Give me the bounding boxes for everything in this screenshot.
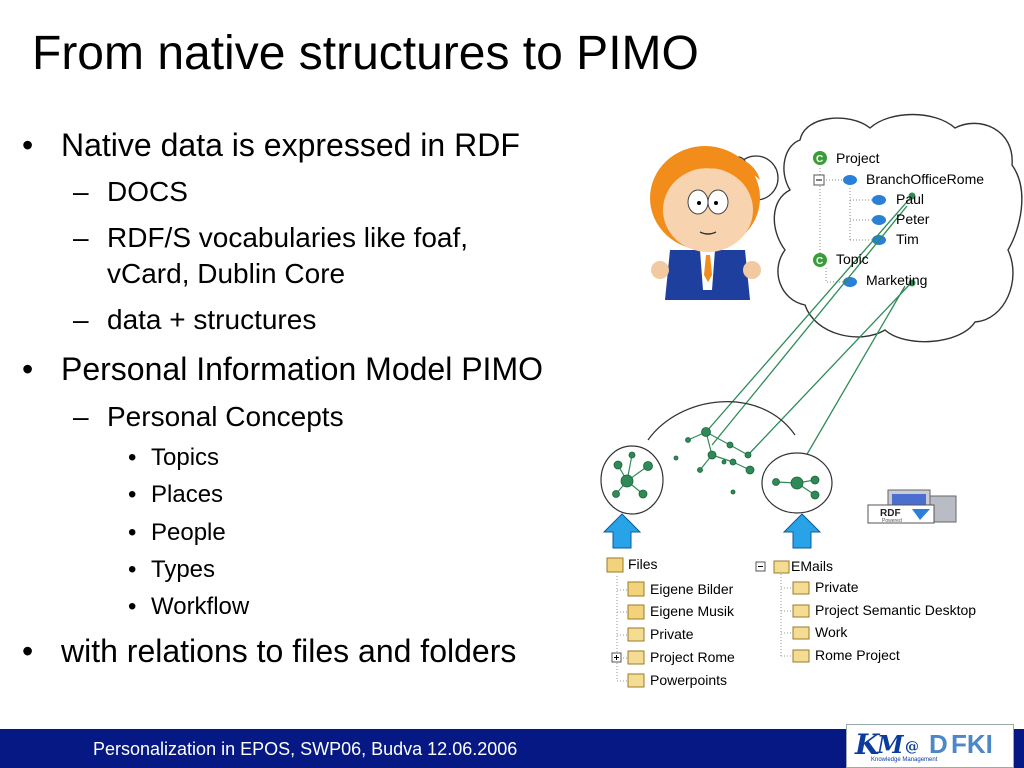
concept-icons: C C (813, 151, 886, 287)
footer-text: Personalization in EPOS, SWP06, Budva 12… (93, 739, 518, 759)
class-icon (813, 151, 827, 165)
bullet-marker: • (128, 556, 137, 583)
svg-text:C: C (816, 154, 823, 165)
km-dfki-logo: K M @ D FKI Knowledge Management (846, 724, 1014, 768)
instance-icon (843, 175, 857, 185)
bullet-item: with relations to files and folders (61, 633, 517, 669)
graph-nodes (612, 427, 820, 500)
files-icon (606, 557, 624, 573)
bullet-item: People (151, 519, 226, 546)
tree-node-marketing[interactable]: Marketing (866, 272, 928, 288)
slide-title: From native structures to PIMO (32, 27, 699, 80)
tree-node-branch[interactable]: BranchOfficeRome (866, 171, 985, 187)
logo-fki: FKI (951, 729, 993, 759)
tree-node-topic[interactable]: Topic (836, 251, 869, 267)
logo-k: K (855, 728, 880, 761)
rdf-sublabel: Powered (882, 518, 902, 524)
folder-item[interactable]: Project Rome (650, 649, 735, 665)
logo-subtitle: Knowledge Management (871, 757, 938, 763)
bullet-item: Types (151, 556, 216, 583)
tree-node-person[interactable]: Paul (896, 191, 925, 207)
email-folder-item[interactable]: Private (815, 579, 859, 595)
email-tree-root[interactable]: EMails (791, 558, 834, 574)
bullet-marker: • (128, 444, 137, 471)
rdf-badge-icon: RDF Powered (867, 489, 957, 524)
bullet-item: Personal Information Model PIMO (61, 351, 543, 387)
bullet-item: Personal Concepts (107, 401, 344, 432)
folder-item[interactable]: Eigene Bilder (650, 581, 734, 597)
cartoon-person-icon (650, 146, 761, 300)
bullet-item: DOCS (107, 176, 188, 207)
up-arrow-icon (602, 513, 642, 549)
instance-icon (872, 195, 886, 205)
bullet-marker: – (73, 222, 89, 253)
tree-node-project[interactable]: Project (836, 150, 880, 166)
folder-item[interactable]: Eigene Musik (650, 603, 735, 619)
thought-cloud (773, 113, 1023, 343)
bullet-item: Topics (151, 444, 220, 471)
email-folder-item[interactable]: Project Semantic Desktop (815, 602, 977, 618)
svg-text:C: C (816, 256, 823, 267)
rdf-label: RDF (880, 508, 901, 519)
folder-item[interactable]: Powerpoints (650, 672, 728, 688)
bullet-marker: • (22, 351, 34, 387)
bullet-marker: – (73, 401, 89, 432)
folder-item[interactable]: Private (650, 626, 694, 642)
class-icon (813, 253, 827, 267)
bullet-marker: • (128, 593, 137, 620)
bullet-marker: • (128, 519, 137, 546)
file-tree-icons (606, 557, 810, 688)
bullet-marker: • (22, 633, 34, 669)
bullet-item-continuation: vCard, Dublin Core (107, 258, 346, 289)
logo-at: @ (905, 739, 919, 755)
concept-links (705, 195, 913, 481)
tree-node-person[interactable]: Peter (896, 211, 930, 227)
up-arrow-icon (782, 513, 822, 549)
bullet-item: Workflow (151, 593, 250, 620)
bullet-item: Places (151, 481, 224, 508)
bullet-item: Native data is expressed in RDF (61, 127, 520, 163)
bullet-item: RDF/S vocabularies like foaf, (107, 222, 469, 253)
graph-hump (647, 401, 796, 441)
tree-node-person[interactable]: Tim (896, 231, 919, 247)
instance-icon (872, 215, 886, 225)
email-folder-item[interactable]: Work (815, 624, 848, 640)
email-folder-item[interactable]: Rome Project (815, 647, 900, 663)
file-tree-lines (616, 574, 792, 682)
logo-d: D (929, 729, 948, 759)
bullet-item: data + structures (107, 304, 317, 335)
bullet-marker: – (73, 304, 89, 335)
bullet-marker: • (128, 481, 137, 508)
bullet-marker: • (22, 127, 34, 163)
logo-m: M (877, 730, 904, 759)
bullet-marker: – (73, 176, 89, 207)
file-tree-root[interactable]: Files (628, 556, 658, 572)
